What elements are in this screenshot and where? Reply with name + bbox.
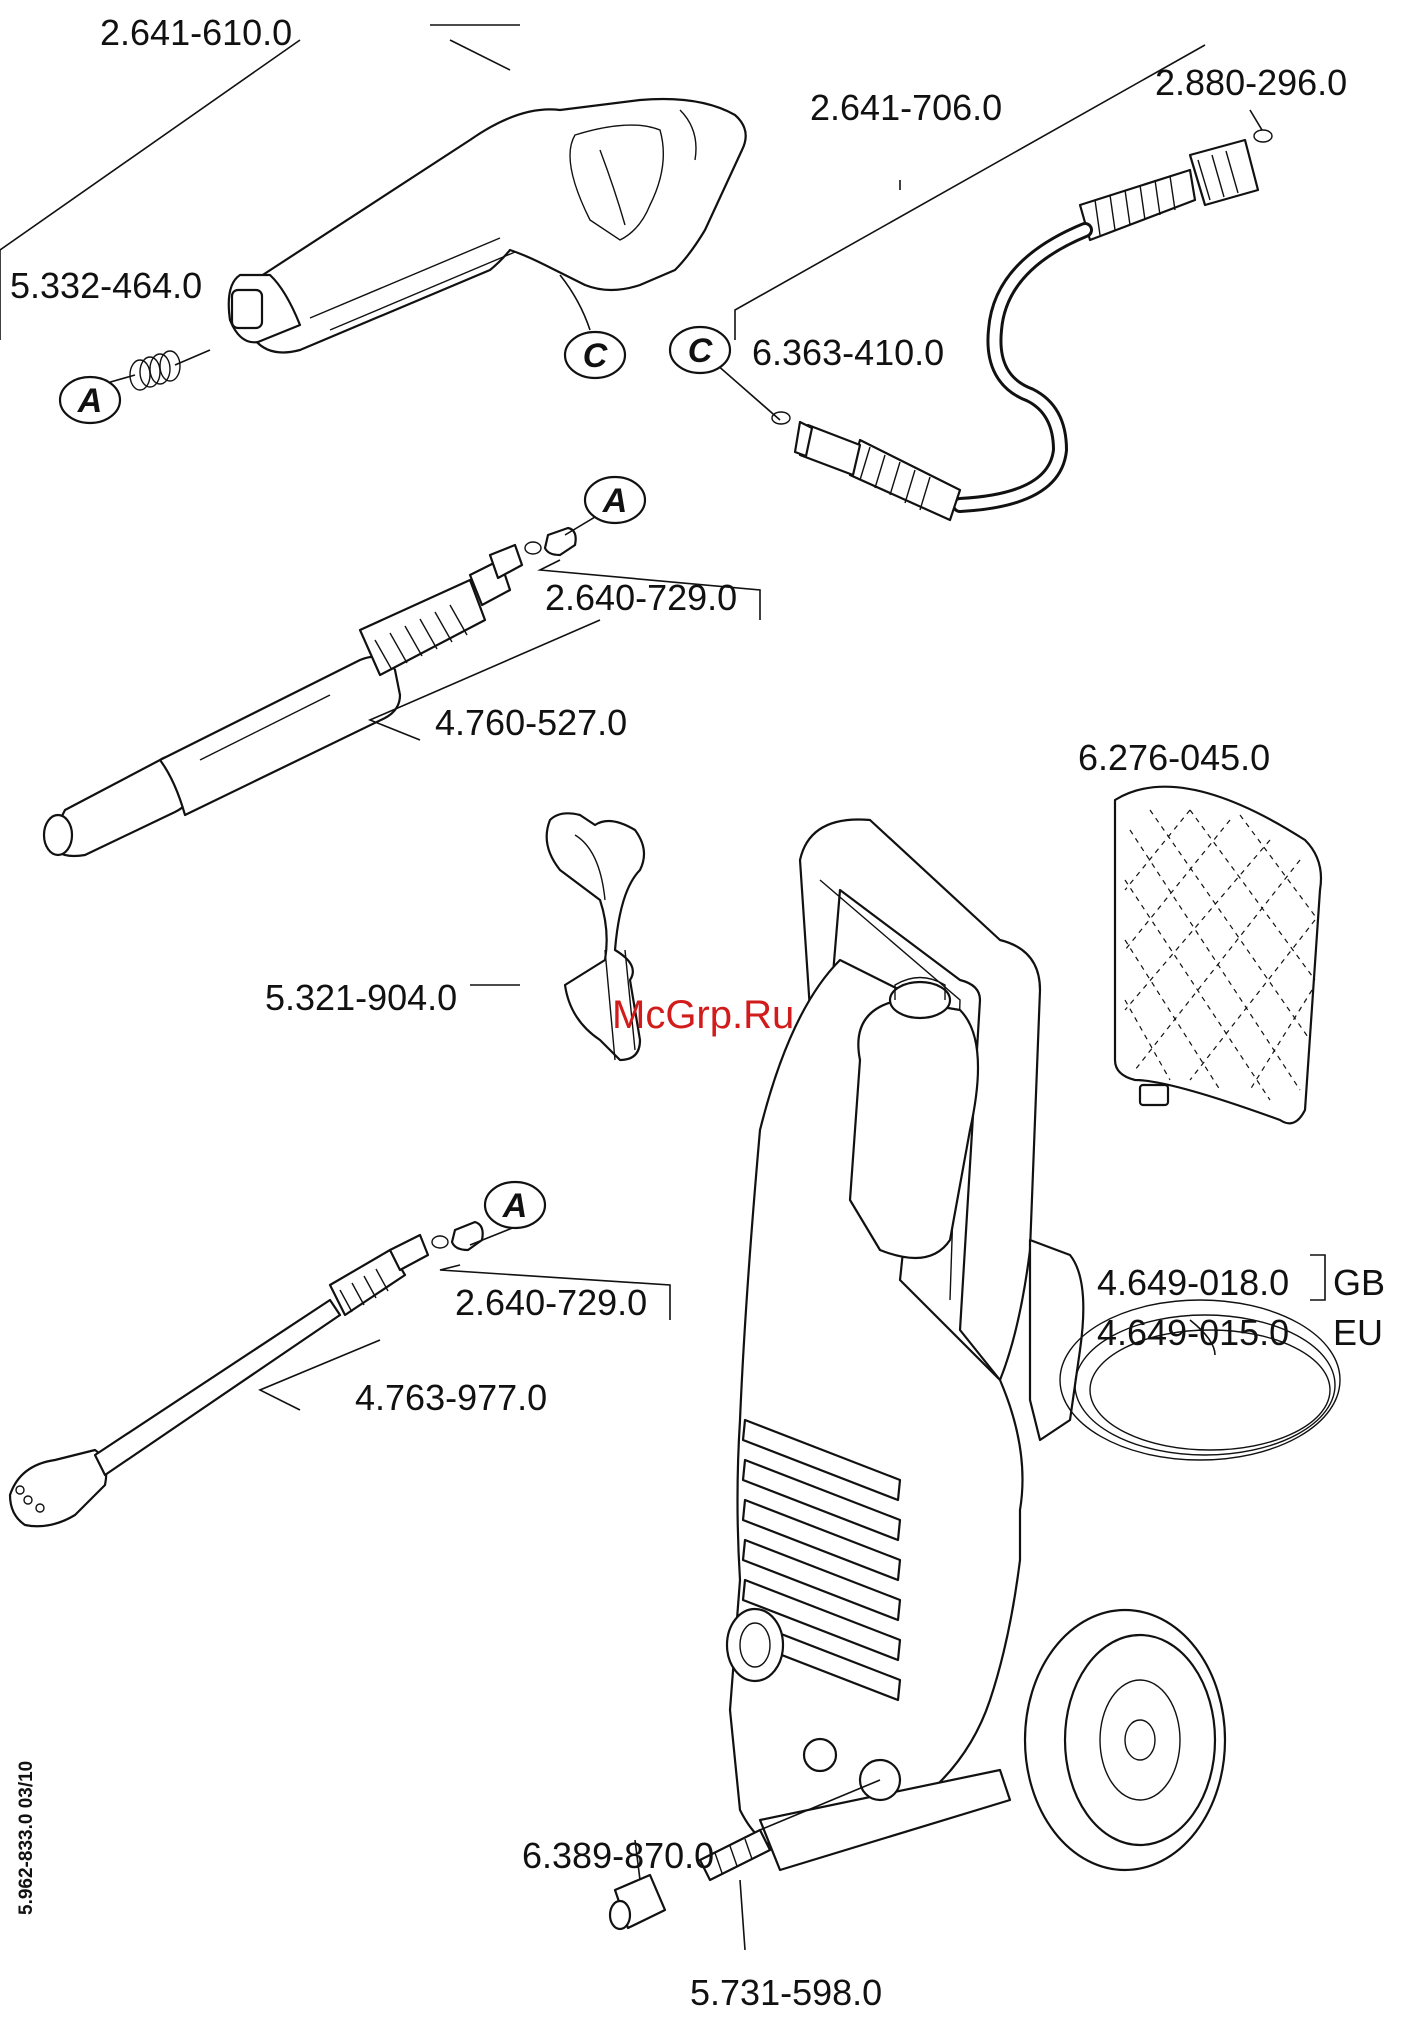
label-hose-oring-top: 2.880-296.0 [1155,62,1347,103]
label-spring: 5.332-464.0 [10,265,202,306]
watermark: McGrp.Ru [612,993,794,1037]
label-hose: 2.641-706.0 [810,87,1002,128]
label-dirt-blaster: 4.763-977.0 [355,1377,547,1418]
label-power-cord-eu: 4.649-015.0 [1097,1312,1289,1353]
label-power-cord-gb: 4.649-018.0 [1097,1262,1289,1303]
label-water-filter: 5.731-598.0 [690,1972,882,2013]
label-region-gb: GB [1333,1262,1385,1303]
label-hose-oring-bottom: 6.363-410.0 [752,332,944,373]
label-water-coupling: 6.389-870.0 [522,1835,714,1876]
label-filter-net: 6.276-045.0 [1078,737,1270,778]
hose-drawing [772,130,1272,520]
marker-c-gun: C [565,332,625,378]
vario-lance-drawing [44,528,576,856]
label-nozzle-oring-2: 2.640-729.0 [455,1282,647,1323]
label-trigger-gun: 2.641-610.0 [100,12,292,53]
svg-text:C: C [688,332,713,370]
label-nozzle-oring-1: 2.640-729.0 [545,577,737,618]
svg-text:C: C [583,337,608,375]
svg-text:A: A [77,382,103,420]
marker-a-lance: A [585,477,645,523]
label-lance-holder: 5.321-904.0 [265,977,457,1018]
dirt-blaster-drawing [10,1222,483,1526]
spring-drawing [130,351,180,390]
marker-a-blaster: A [485,1182,545,1228]
marker-a-spring: A [60,377,120,423]
trigger-gun-drawing [229,99,746,352]
filter-net-drawing [1115,787,1321,1124]
svg-text:A: A [602,482,628,520]
label-region-eu: EU [1333,1312,1383,1353]
label-vario-lance: 4.760-527.0 [435,702,627,743]
document-code: 5.962-833.0 03/10 [16,1761,37,1915]
svg-text:A: A [502,1187,528,1225]
marker-c-hose: C [670,327,730,373]
water-coupling-drawing [610,1875,665,1929]
